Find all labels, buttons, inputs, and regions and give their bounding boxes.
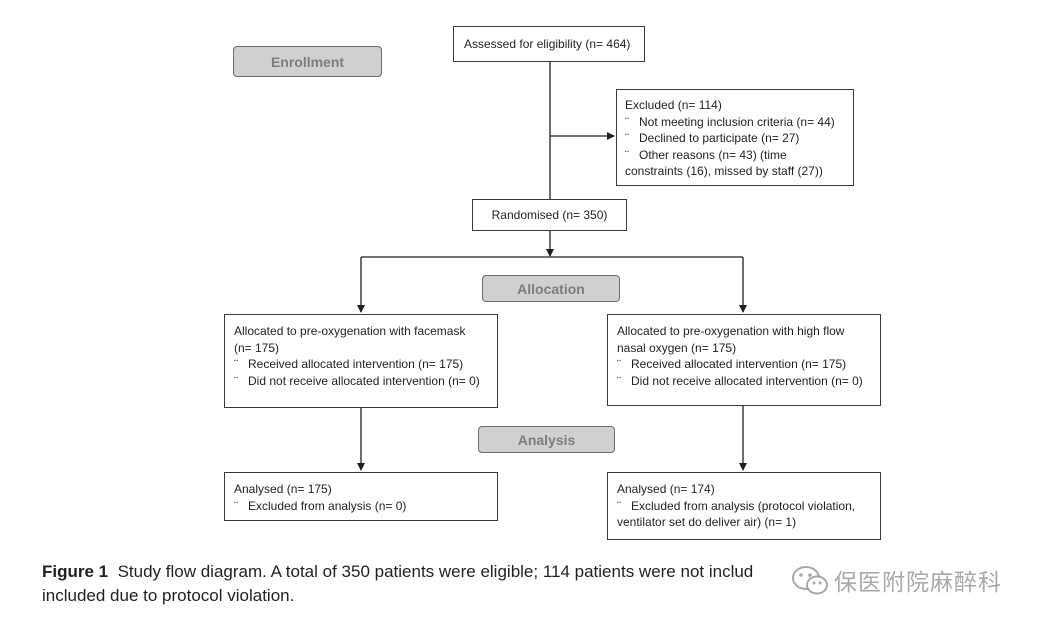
allocated-left-item-text: Did not receive allocated intervention (… xyxy=(248,373,480,388)
excluded-box: Excluded (n= 114) ¨ Not meeting inclusion… xyxy=(616,89,854,186)
analysed-right-box: Analysed (n= 174) ¨ Excluded from analysi… xyxy=(607,472,881,540)
analysed-left-title: Analysed (n= 175) xyxy=(234,482,332,496)
watermark: 保医附院麻醉科 xyxy=(790,560,1030,600)
figure-caption: Figure 1 Study flow diagram. A total of … xyxy=(42,560,1032,608)
bullet-glyph: ¨ xyxy=(234,373,238,388)
assessed-text: Assessed for eligibility (n= 464) xyxy=(464,37,631,51)
stage-analysis: Analysis xyxy=(478,426,615,453)
caption-label: Figure 1 xyxy=(42,562,109,581)
bullet-glyph: ¨ xyxy=(617,373,621,388)
allocated-left-line2: (n= 175) xyxy=(234,340,280,355)
excluded-title: Excluded (n= 114) xyxy=(625,98,722,112)
analysed-left-item-text: Excluded from analysis (n= 0) xyxy=(248,498,407,513)
wechat-logo-icon xyxy=(792,566,828,595)
allocated-right-item: ¨ Did not receive allocated intervention … xyxy=(617,373,871,390)
bullet-glyph: ¨ xyxy=(234,357,238,371)
caption-line-1: Figure 1 Study flow diagram. A total of … xyxy=(42,560,1032,584)
bullet-glyph: ¨ xyxy=(617,357,621,371)
allocated-hfno-box: Allocated to pre-oxygenation with high f… xyxy=(607,314,881,406)
bullet-glyph: ¨ xyxy=(625,147,629,162)
allocated-left-item: ¨ Received allocated intervention (n= 175… xyxy=(234,356,488,373)
excluded-item: ¨ Not meeting inclusion criteria (n= 44) xyxy=(625,114,845,131)
analysed-left-item: ¨ Excluded from analysis (n= 0) xyxy=(234,498,488,515)
analysed-right-item: ¨ Excluded from analysis (protocol violat… xyxy=(617,498,871,515)
allocated-right-item-text: Did not receive allocated intervention (… xyxy=(631,373,863,388)
excluded-item-text: Declined to participate (n= 27) xyxy=(639,131,800,145)
excluded-item: ¨ Other reasons (n= 43) (time xyxy=(625,147,845,164)
bullet-glyph: ¨ xyxy=(625,131,629,145)
bullet-glyph: ¨ xyxy=(617,498,621,513)
randomised-box: Randomised (n= 350) xyxy=(472,199,627,231)
bullet-glyph: ¨ xyxy=(234,498,238,513)
analysed-right-title: Analysed (n= 174) xyxy=(617,482,715,496)
excluded-item-text: Not meeting inclusion criteria (n= 44) xyxy=(639,114,835,129)
analysed-right-continuation: ventilator set do deliver air) (n= 1) xyxy=(617,515,797,529)
excluded-item-text: Other reasons (n= 43) (time xyxy=(639,147,787,162)
allocated-right-item-text: Received allocated intervention (n= 175) xyxy=(631,357,847,371)
stage-enrollment: Enrollment xyxy=(233,46,382,77)
stage-allocation: Allocation xyxy=(482,275,620,302)
allocated-left-line1: Allocated to pre-oxygenation with facema… xyxy=(234,324,466,338)
allocated-right-line2: nasal oxygen (n= 175) xyxy=(617,340,737,355)
allocated-right-item: ¨ Received allocated intervention (n= 175… xyxy=(617,356,871,373)
allocated-left-item-text: Received allocated intervention (n= 175) xyxy=(248,357,464,371)
analysed-right-item-text: Excluded from analysis (protocol violati… xyxy=(631,498,856,513)
excluded-continuation: constraints (16), missed by staff (27)) xyxy=(625,164,823,178)
assessed-box: Assessed for eligibility (n= 464) xyxy=(453,26,645,62)
allocated-left-item: ¨ Did not receive allocated intervention … xyxy=(234,373,488,390)
allocated-facemask-box: Allocated to pre-oxygenation with facema… xyxy=(224,314,498,408)
caption-line-2: included due to protocol violation. xyxy=(42,586,295,605)
analysed-left-box: Analysed (n= 175) ¨ Excluded from analysi… xyxy=(224,472,498,521)
caption-text-1: Study flow diagram. A total of 350 patie… xyxy=(117,562,754,581)
excluded-item: ¨ Declined to participate (n= 27) xyxy=(625,130,845,147)
watermark-text: 保医附院麻醉科 xyxy=(834,570,1002,596)
randomised-text: Randomised (n= 350) xyxy=(491,208,608,222)
allocated-right-line1: Allocated to pre-oxygenation with high f… xyxy=(617,324,845,338)
bullet-glyph: ¨ xyxy=(625,114,629,129)
